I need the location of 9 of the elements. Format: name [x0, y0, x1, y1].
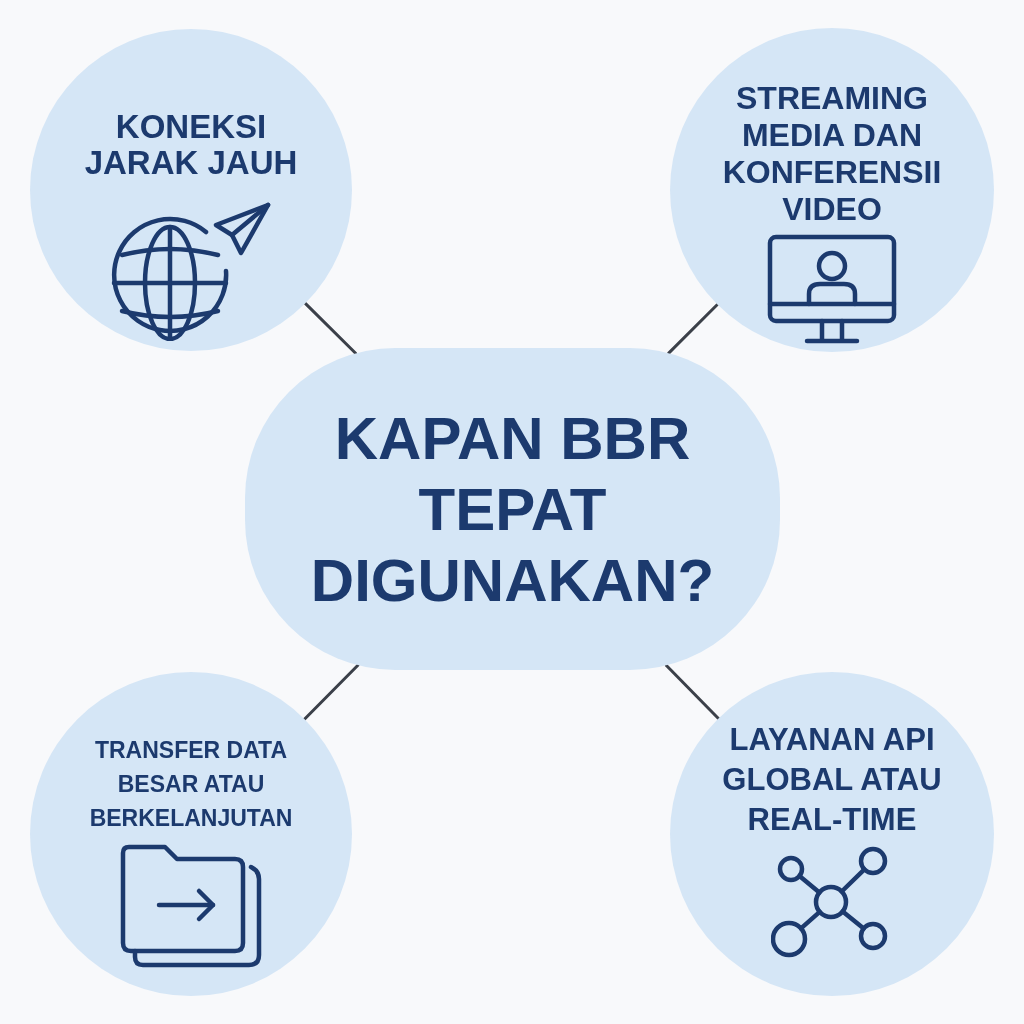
topic-label: TRANSFER DATA BESAR ATAU BERKELANJUTAN: [88, 736, 294, 833]
topic-label: STREAMING MEDIA DAN KONFERENSII VIDEO: [721, 80, 943, 228]
topic-label: KONEKSI JARAK JAUH: [83, 109, 299, 181]
connector-line: [302, 663, 360, 721]
connector-line: [303, 301, 358, 355]
connector-line: [664, 664, 720, 720]
connector-line: [667, 303, 719, 355]
central-question: KAPAN BBR TEPAT DIGUNAKAN?: [309, 403, 716, 616]
topic-label: LAYANAN API GLOBAL ATAU REAL-TIME: [721, 721, 943, 839]
